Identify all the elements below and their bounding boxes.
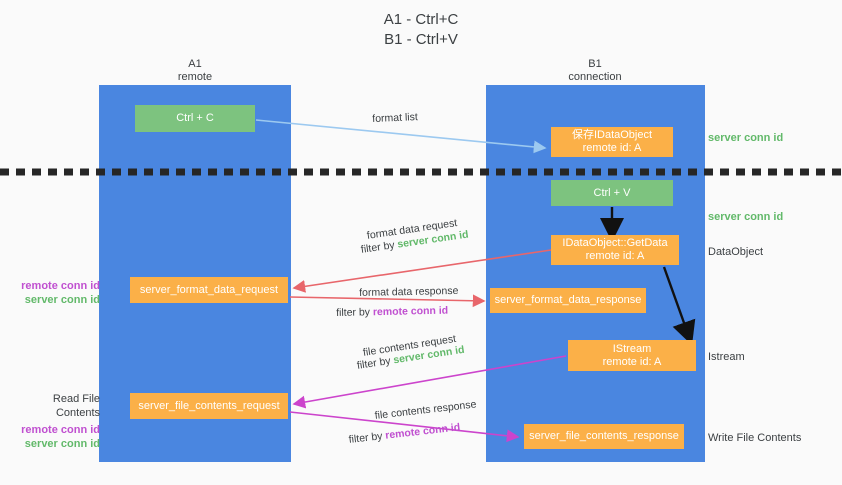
edge-label-file-contents-response: file contents response xyxy=(374,398,477,422)
filter-prefix-2: filter by xyxy=(336,306,374,319)
edge-label-format-data-response-filter: filter by remote conn id xyxy=(336,304,448,320)
column-header-a1: A1 remote xyxy=(177,58,213,83)
annotation-istream: Istream xyxy=(708,351,745,363)
node-idataobject[interactable]: 保存IDataObject remote id: A xyxy=(551,127,673,157)
filter-prefix-4: filter by xyxy=(348,429,387,446)
node-server-format-data-request[interactable]: server_format_data_request xyxy=(130,277,288,303)
annotation-server-conn-id-2: server conn id xyxy=(24,438,100,450)
node-server-format-data-response[interactable]: server_format_data_response xyxy=(490,288,646,313)
annotation-write-file-contents: Write File Contents xyxy=(708,432,802,444)
page-title: A1 - Ctrl+C B1 - Ctrl+V xyxy=(383,11,459,48)
node-ctrl-c[interactable]: Ctrl + C xyxy=(135,105,255,132)
node-server-file-contents-request[interactable]: server_file_contents_request xyxy=(130,393,288,419)
annotation-dataobject: DataObject xyxy=(708,246,764,258)
node-idataobject-getdata[interactable]: IDataObject::GetData remote id: A xyxy=(551,235,679,265)
node-ctrl-v[interactable]: Ctrl + V xyxy=(551,180,673,206)
edge-label-file-contents-response-filter: filter by remote conn id xyxy=(348,420,461,447)
annotation-conn-ids-file: Read File Contents remote conn id server… xyxy=(8,392,100,451)
annotation-server-conn-id-mid: server conn id xyxy=(708,211,784,223)
annotation-remote-conn-id: remote conn id xyxy=(21,280,100,292)
annotation-conn-ids-format: remote conn id server conn id xyxy=(8,279,100,307)
edge-label-format-data-response: format data response xyxy=(359,284,459,299)
node-server-file-contents-response[interactable]: server_file_contents_response xyxy=(524,424,684,449)
annotation-server-conn-id: server conn id xyxy=(24,294,100,306)
filter-prefix: filter by xyxy=(360,238,399,256)
node-istream[interactable]: IStream remote id: A xyxy=(568,340,696,371)
annotation-read-file-contents: Read File Contents xyxy=(52,393,100,419)
filter-prefix-3: filter by xyxy=(356,354,395,372)
filter-remote-conn-id: remote conn id xyxy=(372,304,449,319)
column-header-b1: B1 connection xyxy=(568,58,622,83)
edge-label-format-list: format list xyxy=(372,111,419,125)
annotation-server-conn-id-top: server conn id xyxy=(708,132,784,144)
filter-remote-conn-id-2: remote conn id xyxy=(384,421,461,442)
annotation-remote-conn-id-2: remote conn id xyxy=(21,424,100,436)
